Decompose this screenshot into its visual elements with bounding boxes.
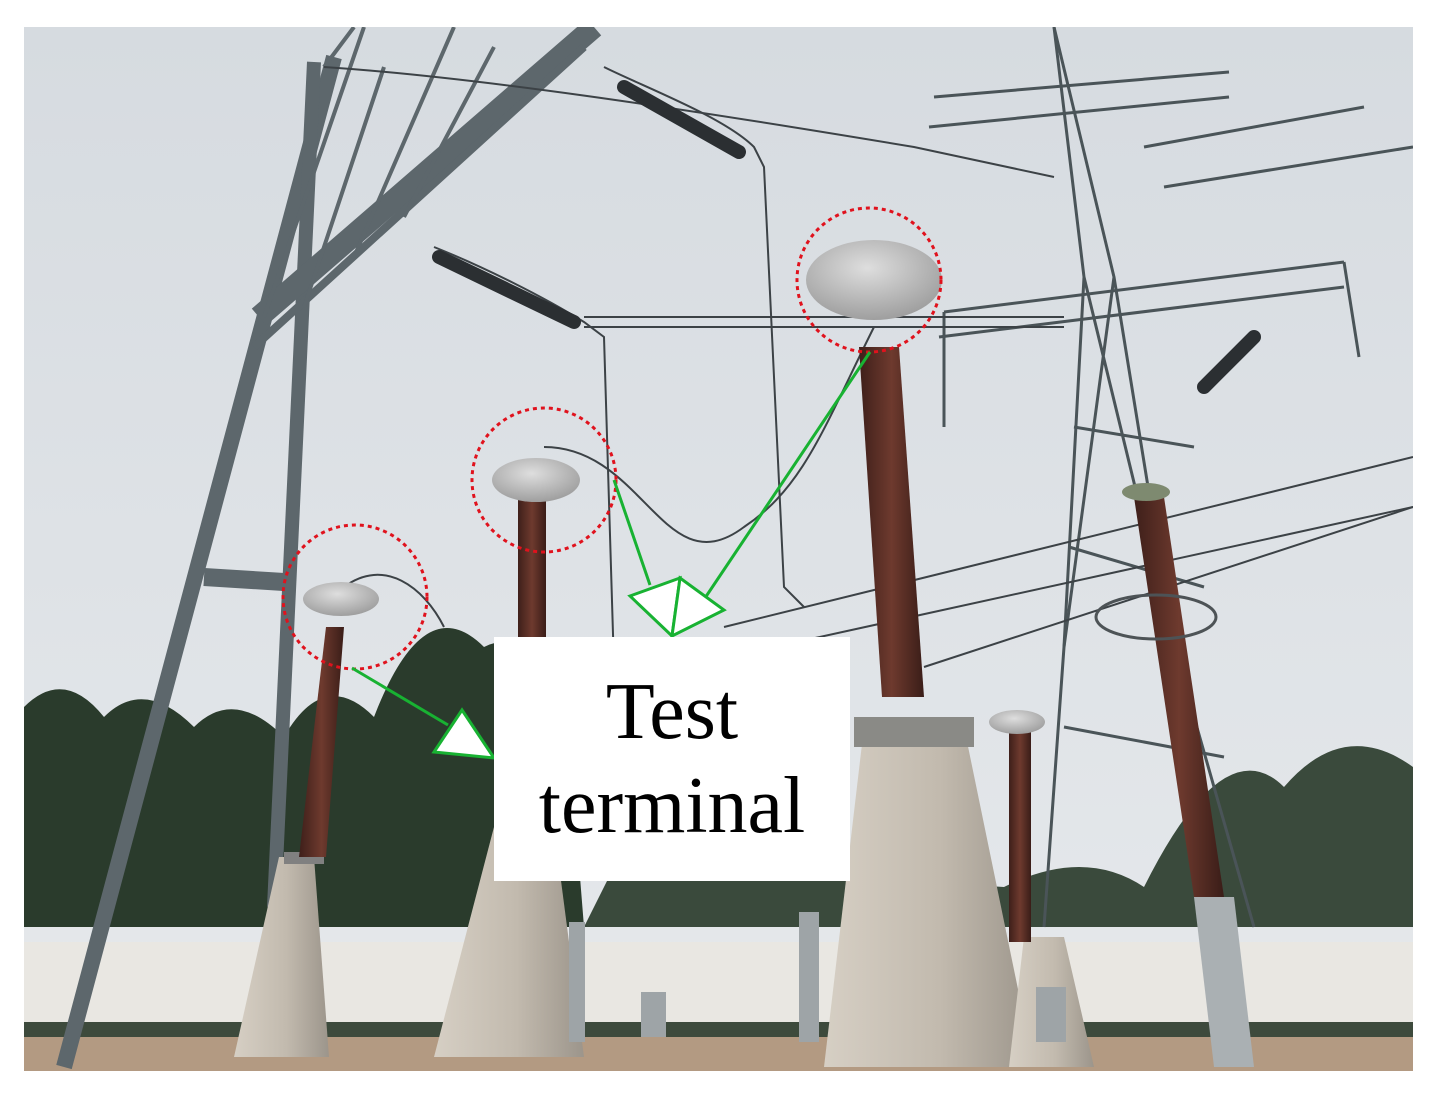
label-line-1: Test	[605, 668, 739, 756]
label-line-2: terminal	[538, 762, 806, 850]
highlight-circle-right	[795, 206, 943, 354]
leader-line-right	[703, 351, 872, 599]
substation-scene	[24, 27, 1413, 1071]
leader-line-middle	[612, 479, 652, 586]
bushing-left	[234, 582, 379, 1057]
arrowhead-left	[431, 707, 498, 760]
insulators	[432, 80, 1261, 394]
test-terminal-label: Test terminal	[494, 637, 850, 881]
highlight-circle-middle	[470, 406, 618, 554]
equipment	[569, 912, 1066, 1042]
bushing-right	[806, 240, 1034, 1067]
lattice-tower	[928, 27, 1413, 928]
leader-line-left	[351, 666, 449, 727]
highlight-circle-left	[281, 523, 429, 671]
arrowhead-right	[670, 575, 727, 639]
gantry	[56, 27, 602, 1070]
substation-photo	[24, 27, 1413, 1071]
tree-line	[24, 628, 584, 927]
arrester	[1094, 483, 1254, 1067]
